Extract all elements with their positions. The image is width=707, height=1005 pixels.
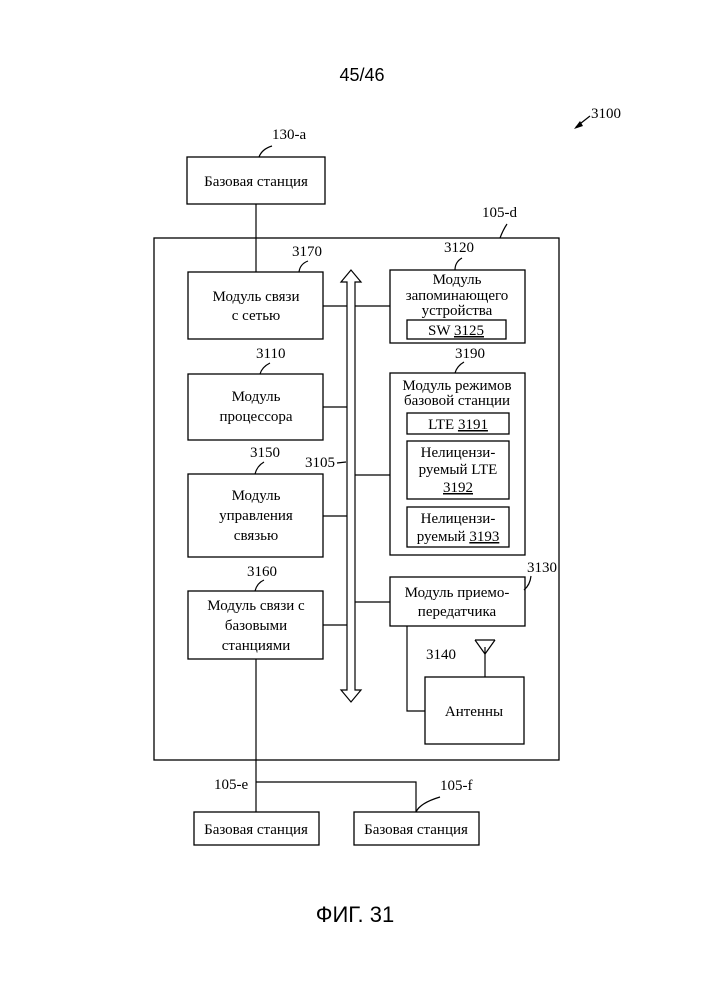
- diagram-ref-label: 3100: [591, 106, 621, 122]
- processor-line-1: Модуль: [232, 389, 281, 405]
- page-number: 45/46: [339, 65, 384, 85]
- bottom-base-station-right-ref: 105-f: [440, 778, 473, 794]
- bs-comm-line-2: базовыми: [225, 618, 287, 634]
- network-comm-line-1: Модуль связи: [213, 289, 300, 305]
- bs-comm-module: Модуль связи с базовыми станциями 3160: [188, 564, 323, 659]
- memory-line-1: Модуль: [433, 272, 482, 288]
- bs-comm-line-3: станциями: [222, 638, 291, 654]
- comm-manager-module: Модуль управления связью 3150: [188, 445, 323, 557]
- transceiver-line-1: Модуль приемо-: [405, 585, 510, 601]
- antennas-ref: 3140: [426, 647, 456, 663]
- bottom-base-station-right-label: Базовая станция: [364, 822, 468, 838]
- memory-ref: 3120: [444, 240, 474, 256]
- transceiver-module: Модуль приемо- передатчика 3130: [390, 560, 557, 626]
- bottom-base-station-left-label: Базовая станция: [204, 822, 308, 838]
- diagram-reference: 3100: [574, 106, 621, 129]
- top-base-station-label: Базовая станция: [204, 174, 308, 190]
- antennas-module: Антенны 3140: [425, 640, 524, 744]
- network-comm-ref: 3170: [292, 244, 322, 260]
- comm-manager-ref: 3150: [250, 445, 280, 461]
- memory-line-2: запоминающего: [406, 288, 509, 304]
- unlicensed-line-2: руемый 3193: [417, 529, 500, 545]
- memory-line-3: устройства: [422, 303, 493, 319]
- top-base-station: Базовая станция 130-a: [187, 127, 325, 204]
- sw-label: SW 3125: [428, 323, 484, 339]
- bs-modes-ref: 3190: [455, 346, 485, 362]
- memory-module: Модуль запоминающего устройства SW 3125 …: [390, 240, 525, 343]
- processor-line-2: процессора: [219, 409, 292, 425]
- processor-ref: 3110: [256, 346, 285, 362]
- bs-modes-line-2: базовой станции: [404, 393, 510, 409]
- top-base-station-ref: 130-a: [272, 127, 306, 143]
- bottom-base-station-left-ref: 105-e: [214, 777, 248, 793]
- bs-comm-ref: 3160: [247, 564, 277, 580]
- antennas-label: Антенны: [445, 704, 503, 720]
- unlicensed-lte-line-2: руемый LTE: [419, 462, 498, 478]
- figure-caption: ФИГ. 31: [316, 902, 394, 927]
- lte-label: LTE 3191: [428, 417, 488, 433]
- device-ref: 105-d: [482, 205, 517, 221]
- transceiver-ref: 3130: [527, 560, 557, 576]
- processor-module: Модуль процессора 3110: [188, 346, 323, 440]
- unlicensed-lte-line-1: Нелицензи-: [421, 445, 496, 461]
- comm-manager-line-3: связью: [234, 528, 278, 544]
- unlicensed-lte-ref: 3192: [443, 480, 473, 496]
- transceiver-line-2: передатчика: [418, 604, 497, 620]
- network-comm-line-2: с сетью: [232, 308, 281, 324]
- bs-comm-line-1: Модуль связи с: [207, 598, 305, 614]
- bs-modes-module: Модуль режимов базовой станции 3190 LTE …: [390, 346, 525, 555]
- comm-manager-line-2: управления: [219, 508, 293, 524]
- comm-manager-line-1: Модуль: [232, 488, 281, 504]
- antenna-icon: [475, 640, 495, 677]
- bus-ref: 3105: [305, 455, 335, 471]
- unlicensed-line-1: Нелицензи-: [421, 511, 496, 527]
- bs-modes-line-1: Модуль режимов: [402, 378, 511, 394]
